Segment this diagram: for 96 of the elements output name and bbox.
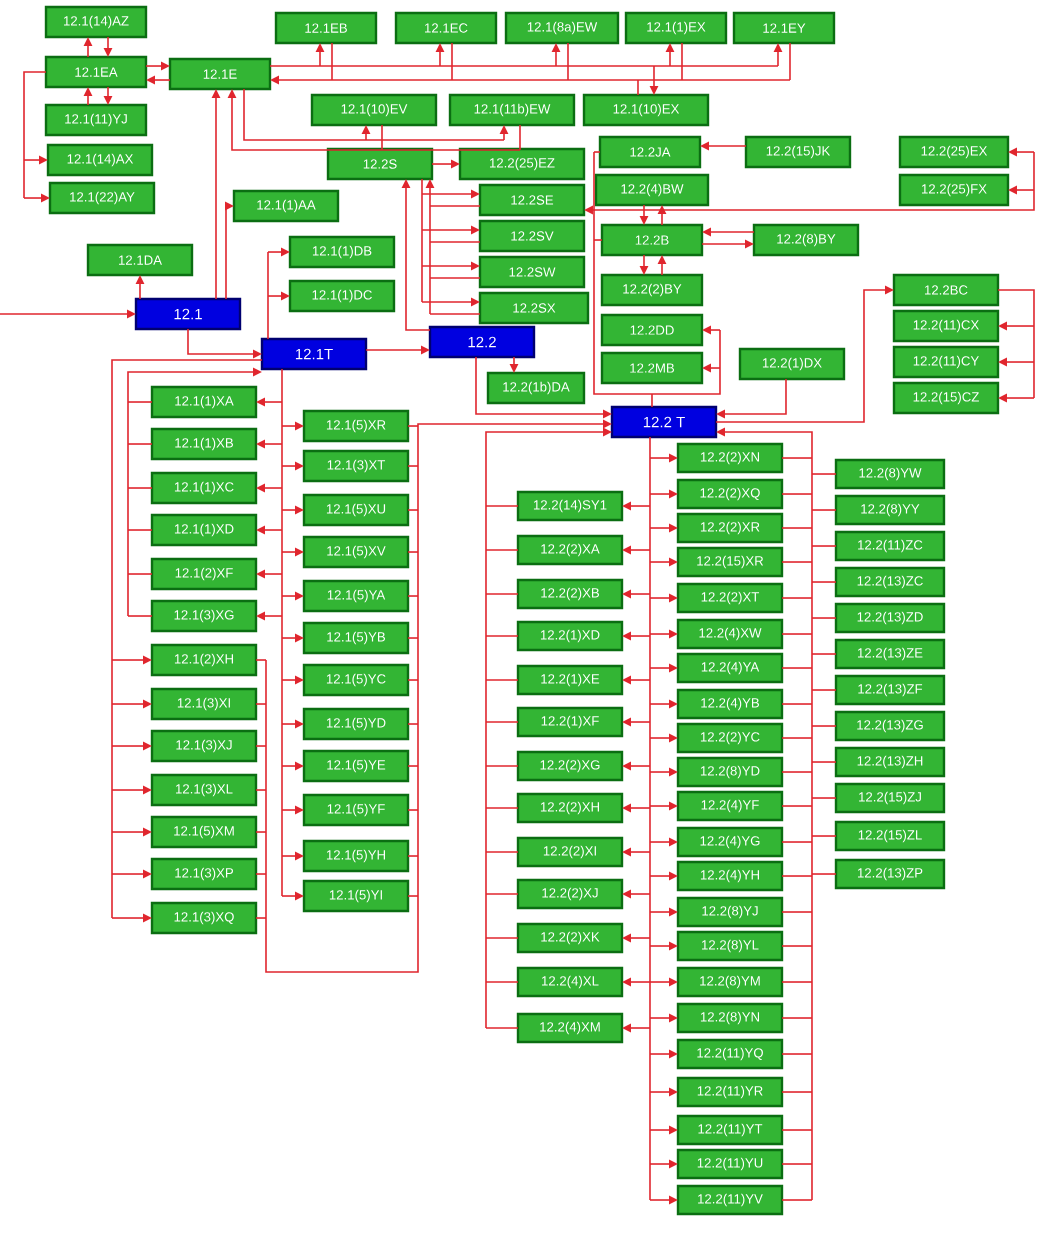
connector-line bbox=[407, 595, 419, 597]
connector-line bbox=[127, 529, 153, 531]
connector-line bbox=[255, 873, 267, 875]
connector-line bbox=[407, 895, 419, 897]
bus-line bbox=[267, 251, 269, 340]
connector-line bbox=[681, 42, 683, 81]
connector-line bbox=[255, 745, 267, 747]
connector-line bbox=[781, 841, 813, 843]
connector-line bbox=[811, 473, 837, 475]
connector-line bbox=[781, 875, 813, 877]
connector-line bbox=[451, 42, 453, 81]
connector-line bbox=[127, 573, 153, 575]
connector-line bbox=[519, 124, 521, 151]
connector-line bbox=[811, 725, 837, 727]
connector-line bbox=[811, 509, 837, 511]
connector-line bbox=[485, 851, 519, 853]
connector-line bbox=[781, 561, 813, 563]
connector-line bbox=[781, 911, 813, 913]
connector-line bbox=[781, 1017, 813, 1019]
connector-line bbox=[429, 241, 481, 243]
connector-line bbox=[567, 42, 569, 81]
connector-line bbox=[789, 42, 791, 81]
connector-line bbox=[593, 151, 601, 153]
connector-line bbox=[811, 545, 837, 547]
connector-line bbox=[781, 1199, 813, 1201]
connector-line bbox=[485, 807, 519, 809]
connector-line bbox=[255, 917, 267, 919]
connector-line bbox=[811, 797, 837, 799]
connector-line bbox=[407, 465, 419, 467]
connector-line bbox=[485, 635, 519, 637]
connector-line bbox=[407, 765, 419, 767]
connector-line bbox=[255, 659, 267, 661]
connector-line bbox=[781, 667, 813, 669]
connector-line bbox=[781, 1163, 813, 1165]
connector-line bbox=[429, 205, 481, 207]
connector-line bbox=[811, 873, 837, 875]
connector-line bbox=[485, 981, 519, 983]
connector-line bbox=[485, 1027, 519, 1029]
connector-line bbox=[407, 637, 419, 639]
bus-line bbox=[593, 151, 721, 408]
connector-line bbox=[407, 809, 419, 811]
connector-line bbox=[485, 721, 519, 723]
connector-line bbox=[127, 615, 153, 617]
bus-line bbox=[997, 289, 1035, 399]
connector-line bbox=[407, 679, 419, 681]
connector-line bbox=[781, 1129, 813, 1131]
bus-line bbox=[649, 436, 651, 1201]
connector-line bbox=[485, 505, 519, 507]
connector-line bbox=[127, 443, 153, 445]
connector-line bbox=[811, 835, 837, 837]
connector-line bbox=[381, 124, 383, 151]
connector-line bbox=[485, 593, 519, 595]
connector-line bbox=[637, 79, 639, 96]
connector-line bbox=[407, 723, 419, 725]
connector-line bbox=[781, 945, 813, 947]
connector-line bbox=[127, 401, 153, 403]
connector-line bbox=[407, 425, 419, 427]
connector-line bbox=[407, 855, 419, 857]
connector-line bbox=[485, 893, 519, 895]
connector-line bbox=[485, 549, 519, 551]
connector-line bbox=[255, 703, 267, 705]
connector-line bbox=[429, 313, 481, 315]
connector-line bbox=[811, 761, 837, 763]
bus-line bbox=[281, 368, 283, 897]
connector-line bbox=[781, 493, 813, 495]
connector-line bbox=[485, 937, 519, 939]
connector-line bbox=[781, 457, 813, 459]
connector-line bbox=[781, 597, 813, 599]
bus-line bbox=[243, 88, 505, 141]
connector-line bbox=[407, 509, 419, 511]
connector-line bbox=[811, 653, 837, 655]
connector-line bbox=[811, 581, 837, 583]
connector-line bbox=[485, 679, 519, 681]
bus-line bbox=[421, 178, 423, 303]
connector-line bbox=[407, 551, 419, 553]
connector-line bbox=[781, 703, 813, 705]
bus-line bbox=[111, 359, 263, 919]
connector-line bbox=[781, 1091, 813, 1093]
bus-line bbox=[269, 65, 779, 67]
connector-line bbox=[485, 765, 519, 767]
connector-line bbox=[781, 527, 813, 529]
connector-line bbox=[781, 981, 813, 983]
connector-line bbox=[781, 771, 813, 773]
connector-line bbox=[811, 689, 837, 691]
connector-line bbox=[781, 737, 813, 739]
connector-line bbox=[781, 633, 813, 635]
bus-line bbox=[23, 71, 47, 199]
connector-line bbox=[811, 617, 837, 619]
connector-line bbox=[781, 805, 813, 807]
connector-line bbox=[781, 1053, 813, 1055]
connector-line bbox=[255, 831, 267, 833]
connector-line bbox=[331, 42, 333, 81]
connector-line bbox=[255, 789, 267, 791]
connector-line bbox=[127, 487, 153, 489]
connector-line bbox=[593, 239, 603, 241]
connector-line bbox=[429, 277, 481, 279]
